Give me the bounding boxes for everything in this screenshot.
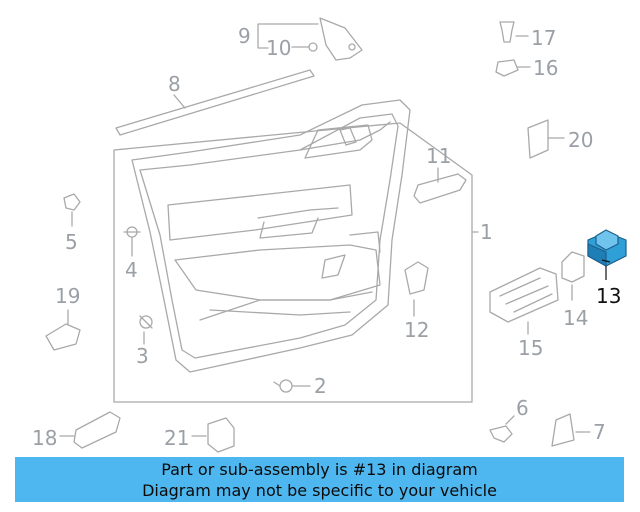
door-trim-panel-outline <box>113 122 473 403</box>
door-panel <box>131 99 411 373</box>
callout-6: 6 <box>516 396 529 420</box>
clip-7 <box>551 413 575 447</box>
fastener-3 <box>139 315 153 329</box>
banner-line-disclaimer: Diagram may not be specific to your vehi… <box>142 480 497 500</box>
belt-moulding <box>115 69 315 136</box>
callout-18: 18 <box>32 426 58 450</box>
switch-14 <box>561 251 585 283</box>
bracket-20 <box>527 119 549 159</box>
screw-6 <box>489 425 513 443</box>
handle-trim <box>413 173 467 204</box>
callout-9: 9 <box>238 24 251 48</box>
callout-19: 19 <box>55 284 81 308</box>
callout-13: 13 <box>596 284 622 308</box>
callout-17: 17 <box>531 26 557 50</box>
master-window-switch <box>489 267 559 323</box>
callout-10: 10 <box>266 36 292 60</box>
info-banner: Part or sub-assembly is #13 in diagram D… <box>15 457 624 502</box>
callout-1: 1 <box>480 220 493 244</box>
reflector-18 <box>73 411 121 449</box>
callout-2: 2 <box>314 374 327 398</box>
callout-7: 7 <box>593 420 606 444</box>
callout-15: 15 <box>518 336 544 360</box>
highlight-part-13 <box>587 229 627 280</box>
clip-17 <box>499 21 515 43</box>
switch-bezel <box>404 261 429 295</box>
clip-5 <box>63 193 81 211</box>
callout-8: 8 <box>168 72 181 96</box>
callout-20: 20 <box>568 128 594 152</box>
callout-4: 4 <box>125 258 138 282</box>
banner-line-part: Part or sub-assembly is #13 in diagram <box>161 459 478 479</box>
clip-16 <box>495 59 519 77</box>
callout-16: 16 <box>533 56 559 80</box>
callout-5: 5 <box>65 230 78 254</box>
callout-12: 12 <box>404 318 430 342</box>
callout-21: 21 <box>164 426 190 450</box>
lamp-19 <box>45 323 81 351</box>
bracket-21 <box>207 417 235 453</box>
callout-14: 14 <box>563 306 589 330</box>
callout-11: 11 <box>426 144 452 168</box>
callout-3: 3 <box>136 344 149 368</box>
mirror-trim <box>319 17 363 61</box>
screw-2 <box>279 379 293 393</box>
